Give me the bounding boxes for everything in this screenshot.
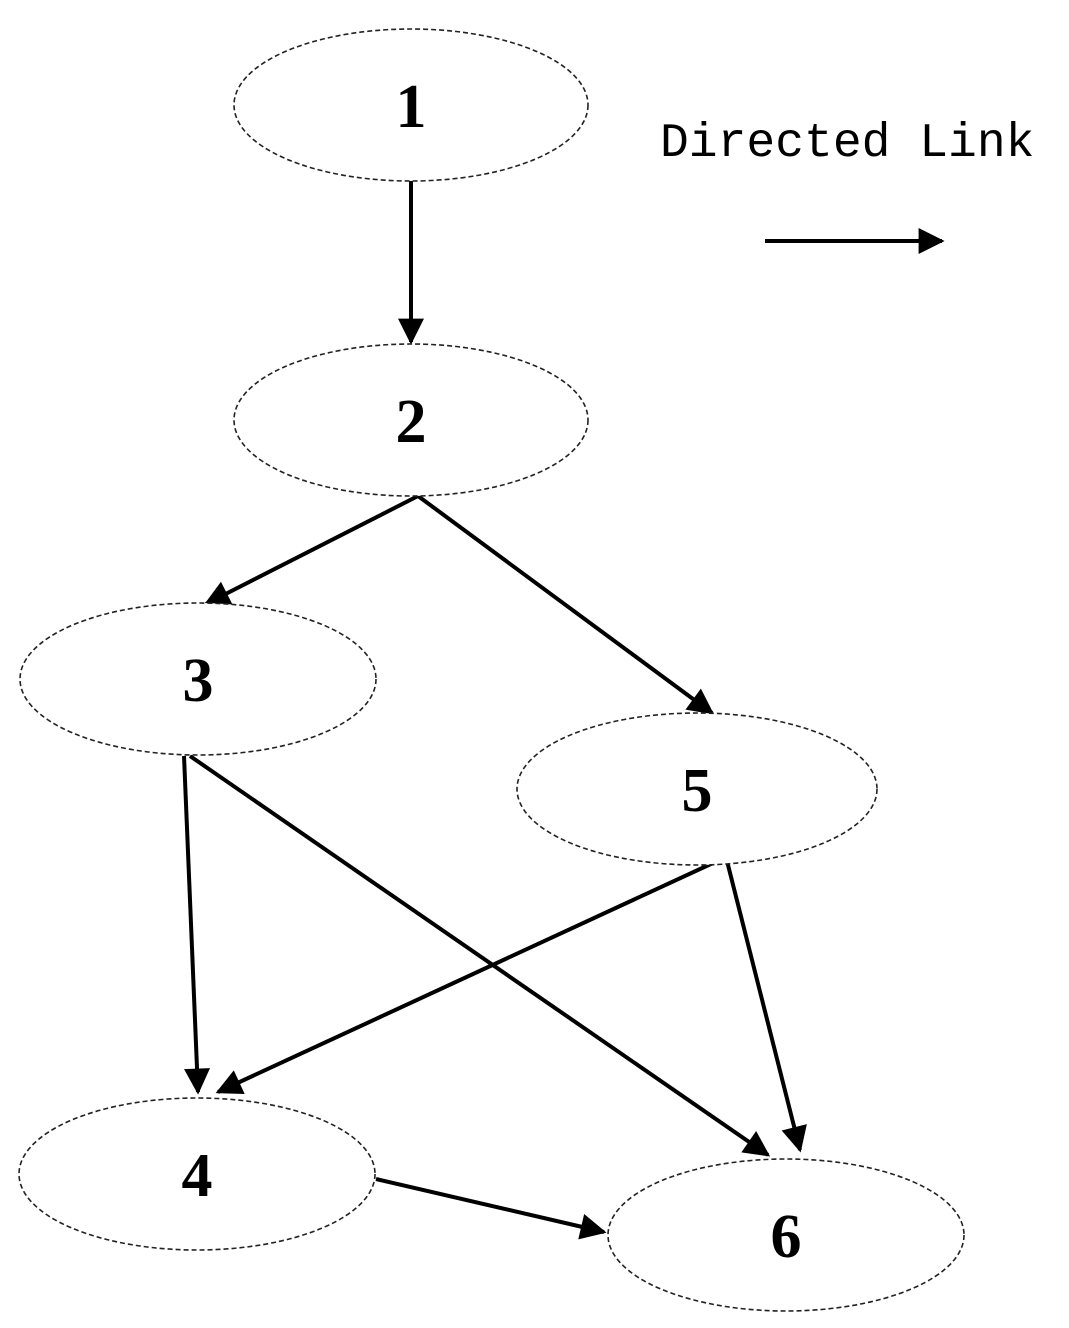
node-3: 3: [19, 602, 377, 756]
edge-5-4: [215, 855, 727, 1094]
node-label-3: 3: [183, 647, 214, 715]
edge-2-5: [416, 494, 715, 715]
node-5: 5: [516, 712, 878, 866]
node-label-2: 2: [396, 388, 427, 456]
node-4: 4: [18, 1097, 376, 1251]
node-label-6: 6: [771, 1203, 802, 1271]
edge-2-3: [203, 494, 419, 606]
node-label-1: 1: [396, 73, 427, 141]
node-2: 2: [233, 343, 589, 497]
edge-4-6: [375, 1177, 607, 1240]
node-label-4: 4: [182, 1142, 213, 1210]
node-6: 6: [607, 1158, 965, 1312]
edge-3-4: [182, 755, 211, 1095]
node-label-5: 5: [682, 757, 713, 825]
nodes-layer: 1 2 3 5 4 6: [18, 28, 965, 1312]
legend-label: Directed Link: [660, 117, 1034, 171]
legend: Directed Link: [660, 117, 1034, 254]
edge-3-6: [188, 754, 771, 1157]
node-1: 1: [233, 28, 589, 182]
edges-layer: [182, 181, 807, 1240]
edge-5-6: [724, 856, 807, 1153]
